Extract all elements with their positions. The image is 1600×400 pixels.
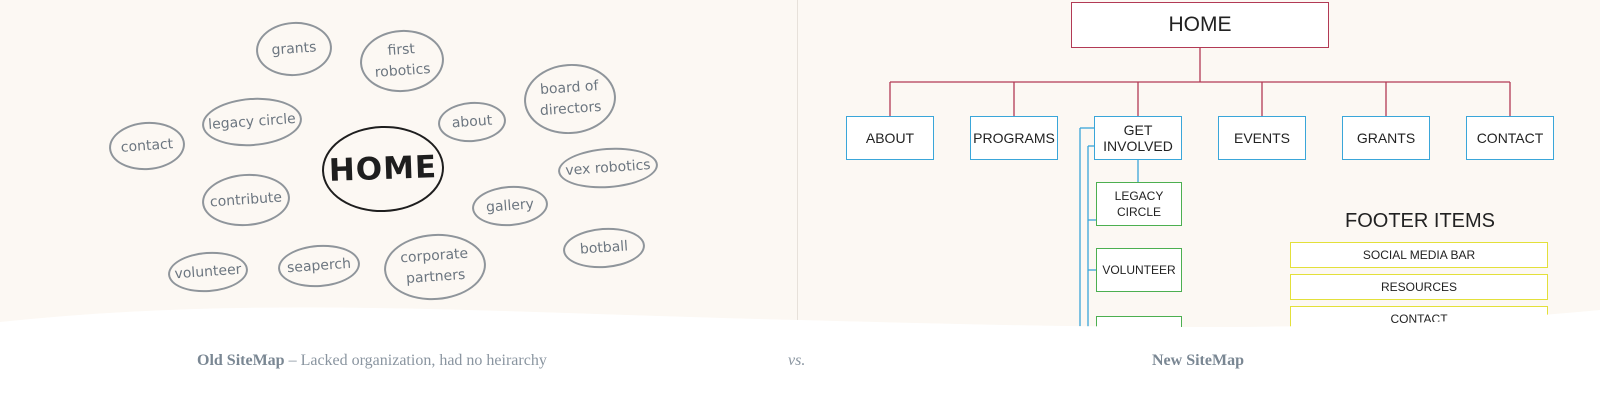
caption-vs: vs. [788, 352, 806, 369]
nav-box-get-involved: GET INVOLVED [1094, 116, 1182, 160]
panel-divider [797, 0, 798, 340]
nav-box-about: ABOUT [846, 116, 934, 160]
footer-item-social-media-bar: SOCIAL MEDIA BAR [1290, 242, 1548, 268]
sub-box-volunteer: VOLUNTEER [1096, 248, 1182, 292]
caption-new-title: New SiteMap [1152, 352, 1244, 369]
footer-items-title: FOOTER ITEMS [1345, 210, 1495, 232]
bottom-wave [0, 307, 1600, 400]
sub-box-legacy-circle: LEGACY CIRCLE [1096, 182, 1182, 226]
nav-box-grants: GRANTS [1342, 116, 1430, 160]
nav-box-events: EVENTS [1218, 116, 1306, 160]
caption-old-sitemap: Old SiteMap – Lacked organization, had n… [197, 352, 547, 370]
caption-new-sitemap: New SiteMap [1152, 352, 1244, 370]
new-home-box: HOME [1071, 2, 1329, 48]
caption-old-title: Old SiteMap [197, 352, 285, 369]
nav-box-programs: PROGRAMS [970, 116, 1058, 160]
caption-old-description: – Lacked organization, had no heirarchy [284, 352, 547, 369]
nav-box-contact: CONTACT [1466, 116, 1554, 160]
footer-item-resources: RESOURCES [1290, 274, 1548, 300]
